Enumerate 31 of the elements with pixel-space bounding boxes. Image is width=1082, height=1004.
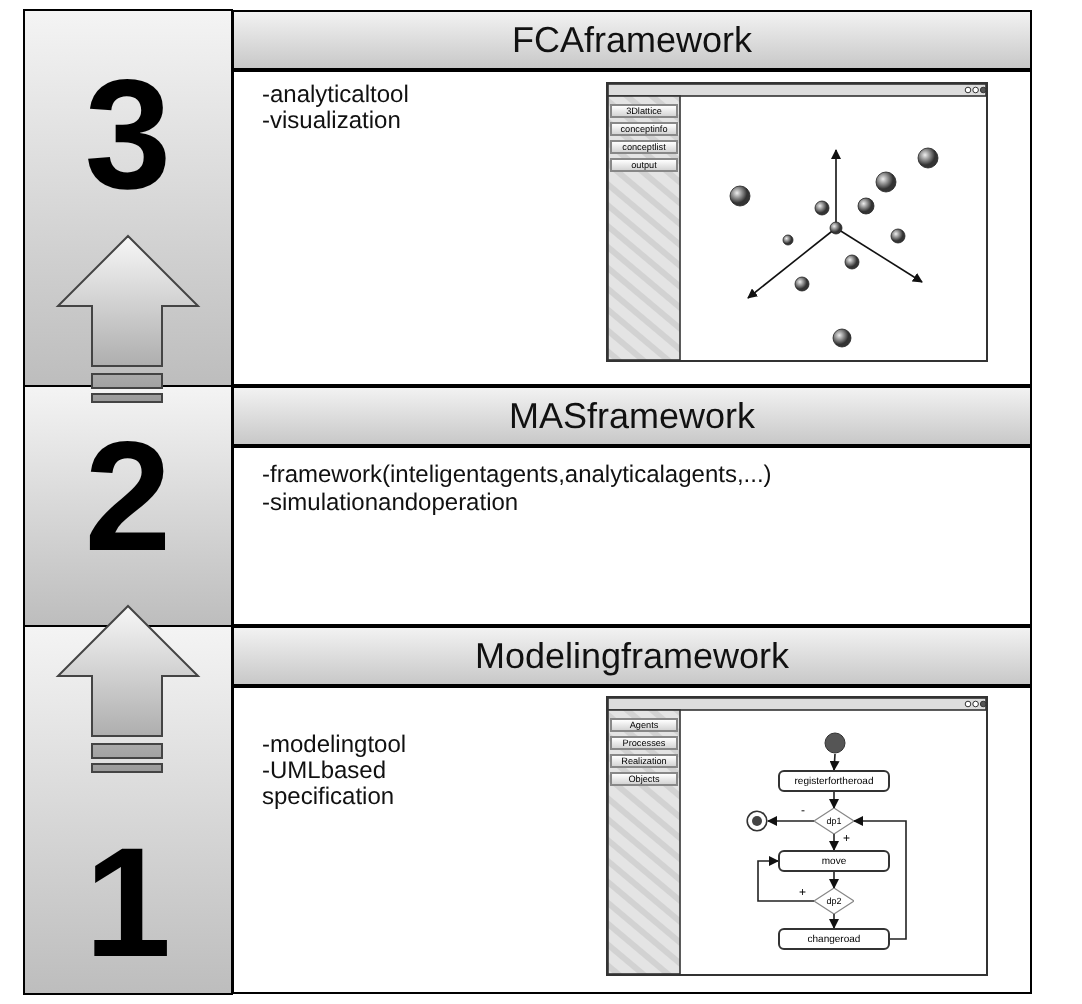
feature-item: -analyticaltool <box>262 82 409 108</box>
feature-item: -simulationandoperation <box>262 490 519 516</box>
end-node <box>746 810 768 832</box>
framework-panel <box>232 626 1032 994</box>
app-window <box>606 82 988 362</box>
flow-arrow <box>853 816 907 940</box>
flow-arrow <box>829 871 839 889</box>
panel-title: MASframework <box>234 388 1030 448</box>
flow-arrow <box>829 753 840 771</box>
block-arrow <box>55 604 201 773</box>
flow-arrow <box>829 791 839 809</box>
start-node <box>824 732 846 754</box>
flow-arrow <box>829 913 839 929</box>
decision-diamond <box>814 888 854 914</box>
app-window <box>606 696 988 976</box>
panel-title: Modelingframework <box>234 628 1030 688</box>
level-number: 1 <box>84 824 172 980</box>
feature-item: -UMLbased specification <box>262 758 395 810</box>
framework-panel <box>232 386 1032 626</box>
level-number: 2 <box>84 418 172 574</box>
flow-arrow <box>767 816 815 826</box>
framework-panel <box>232 10 1032 386</box>
level-number: 3 <box>84 56 172 212</box>
feature-item: -framework(inteligentagents,analyticalagents,...) <box>262 462 772 488</box>
flow-arrow <box>757 856 815 902</box>
panel-title: FCAframework <box>234 12 1030 72</box>
feature-item: -modelingtool <box>262 732 407 758</box>
decision-diamond <box>814 808 854 834</box>
flow-arrow <box>829 833 839 851</box>
block-arrow <box>55 234 201 403</box>
feature-item: -visualization <box>262 108 401 134</box>
